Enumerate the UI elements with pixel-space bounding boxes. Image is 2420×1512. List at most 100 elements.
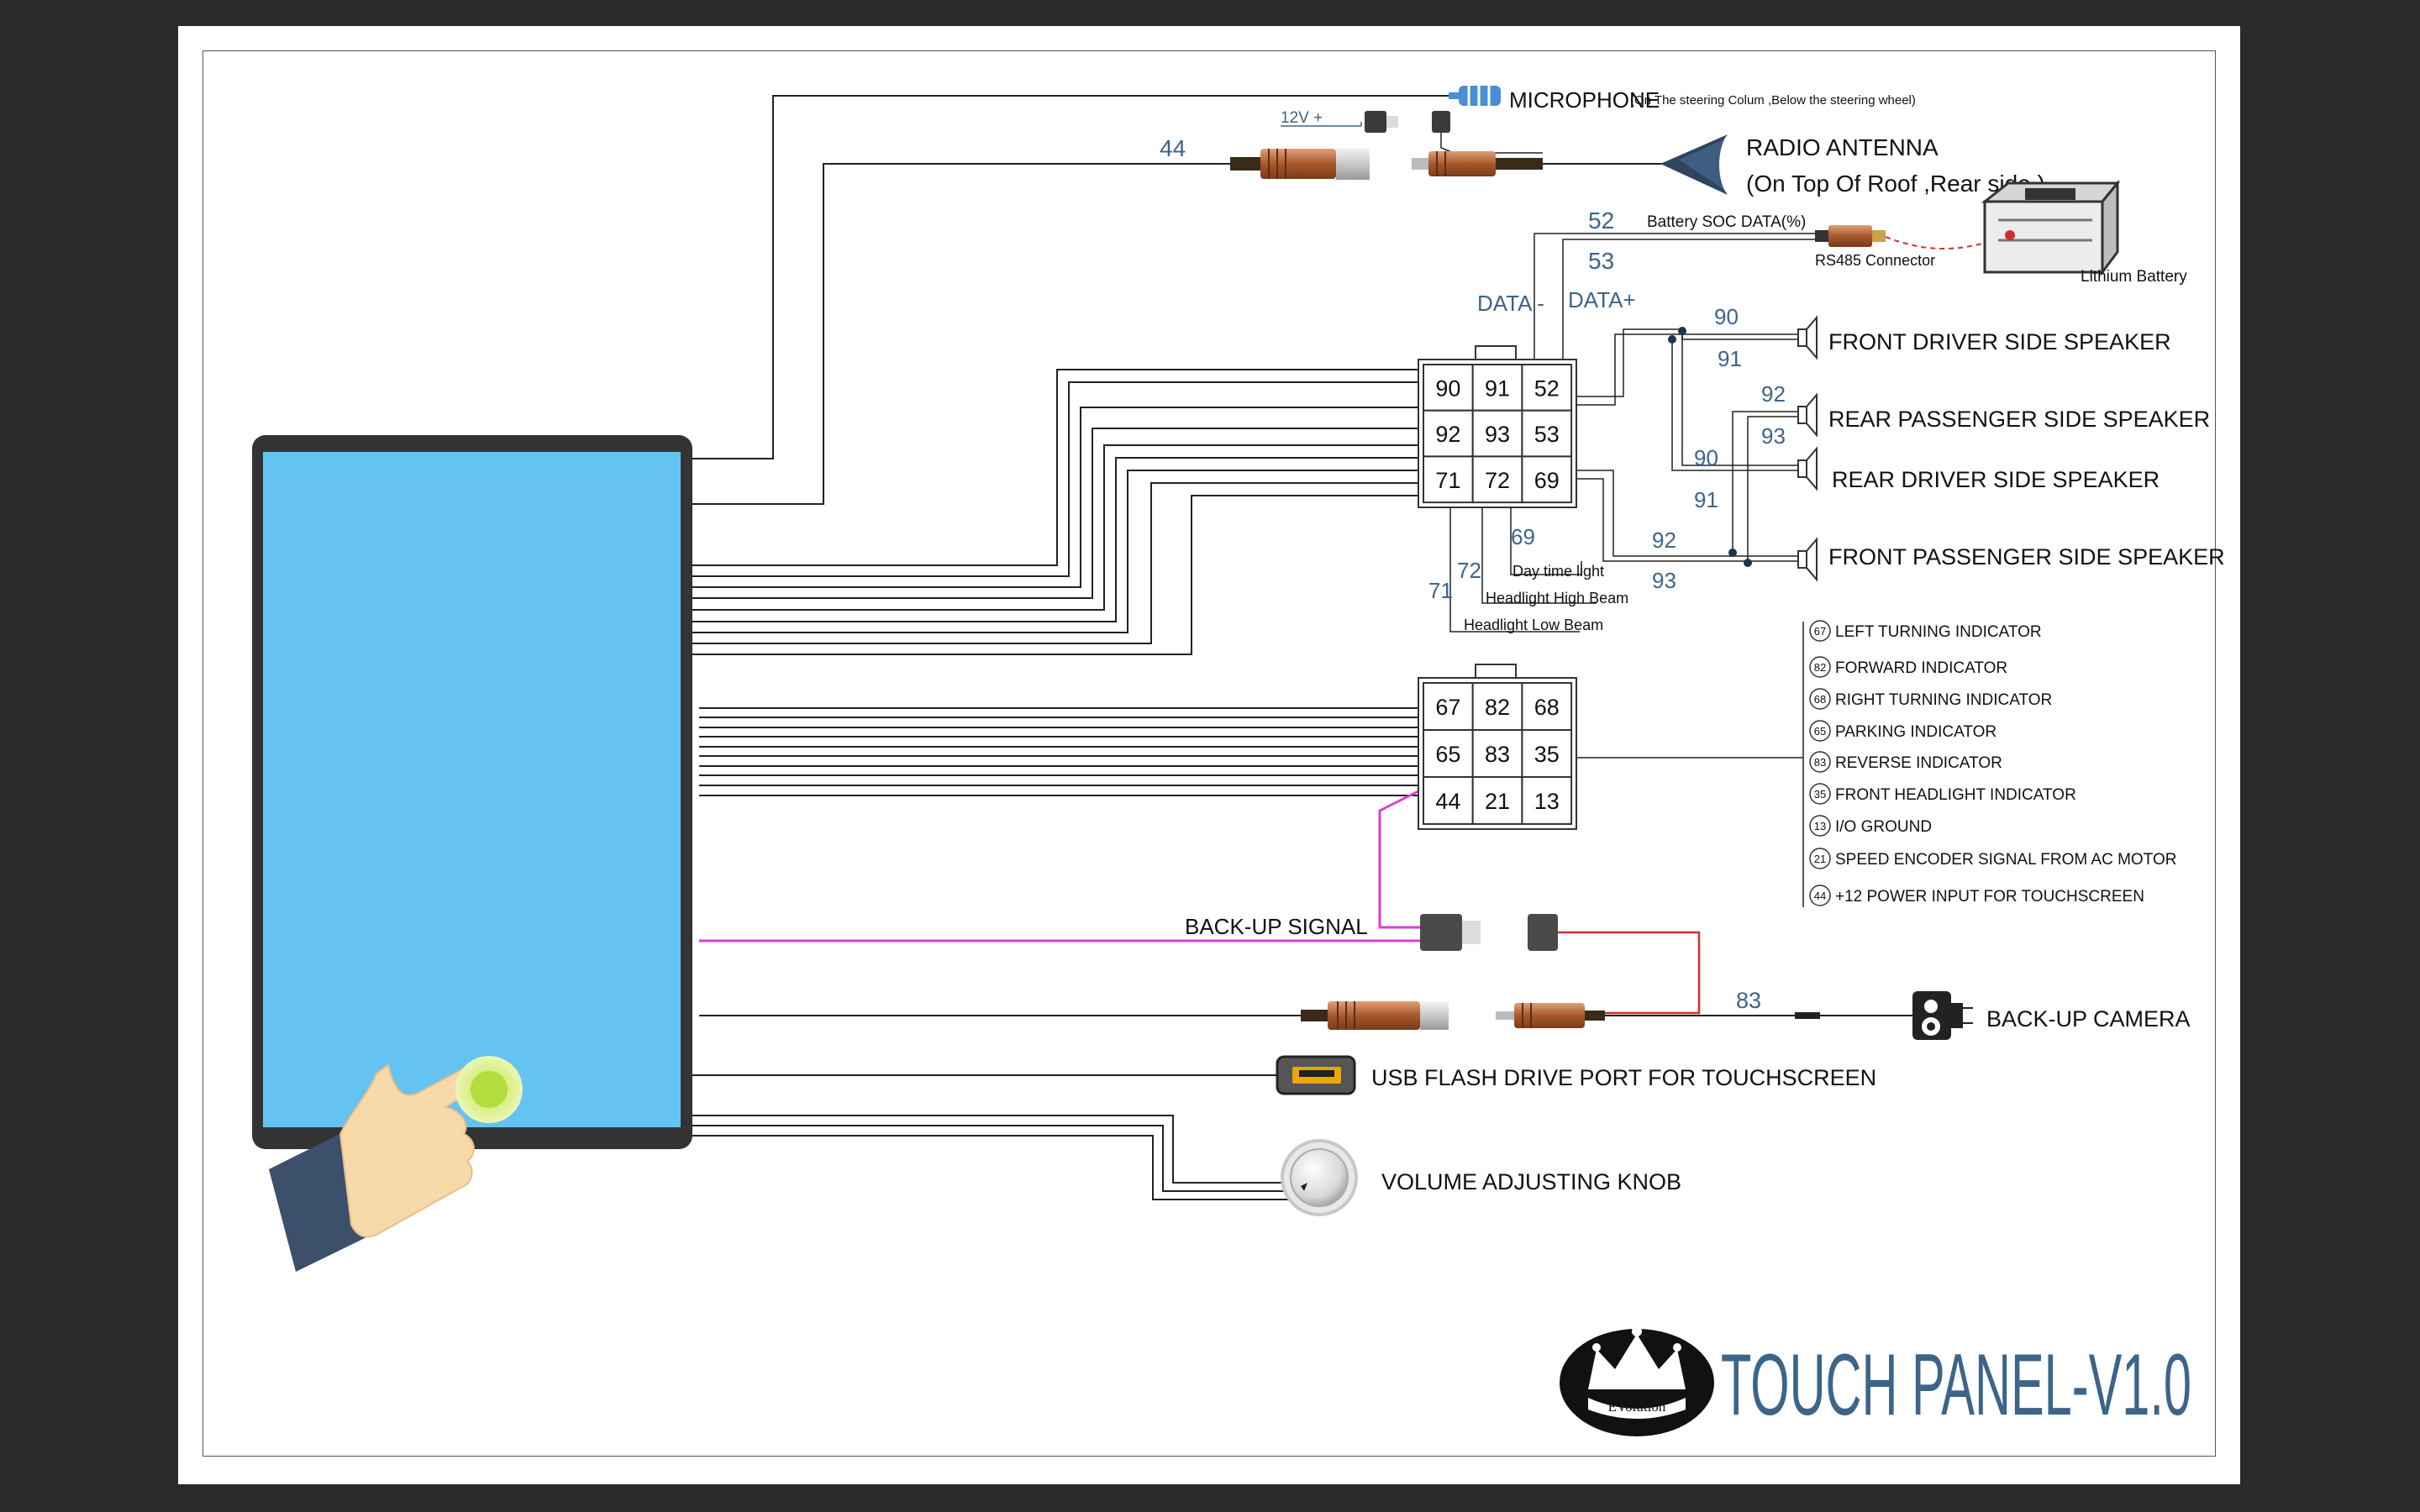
rear-driver-speaker-icon	[1797, 446, 1818, 491]
top-connector-pin-cell	[1471, 364, 1523, 412]
wire-label-72: 72	[1457, 558, 1481, 583]
bottom-connector-pin-cell	[1423, 776, 1474, 825]
wire-label-12v: 12V +	[1281, 109, 1323, 127]
top-connector-pin-93: 93	[1485, 422, 1510, 447]
top-connector-pin-53: 53	[1534, 422, 1560, 447]
top-connector-pin-72: 72	[1485, 468, 1510, 493]
top-connector-pin-cell	[1521, 455, 1573, 504]
indicator-label: SPEED ENCODER SIGNAL FROM AC MOTOR	[1835, 851, 2176, 869]
rs485-connector-icon	[1815, 225, 1886, 247]
wire-label-90-rear: 90	[1694, 445, 1718, 470]
indicator-number-circle	[1809, 751, 1831, 773]
wire-label-44: 44	[1160, 135, 1186, 161]
bottom-connector-pin-13: 13	[1534, 789, 1560, 814]
top-connector-pin-cell	[1521, 364, 1573, 412]
wire-label-90-front: 90	[1714, 304, 1739, 329]
volume-knob-label: VOLUME ADJUSTING KNOB	[1381, 1169, 1681, 1194]
usb-port-label: USB FLASH DRIVE PORT FOR TOUCHSCREEN	[1371, 1065, 1876, 1090]
top-connector-pin-92: 92	[1435, 422, 1460, 447]
indicator-number: 44	[1814, 890, 1826, 902]
touch-screen-device	[252, 435, 692, 1149]
wire-label-52: 52	[1588, 207, 1614, 234]
indicator-number: 13	[1814, 820, 1826, 832]
backup-camera-label: BACK-UP CAMERA	[1986, 1006, 2191, 1032]
front-passenger-speaker-label: FRONT PASSENGER SIDE SPEAKER	[1828, 544, 2225, 570]
rear-driver-speaker-label: REAR DRIVER SIDE SPEAKER	[1832, 467, 2160, 492]
front-passenger-speaker-icon	[1797, 537, 1818, 582]
wire-label-92-front: 92	[1652, 528, 1676, 553]
rca-plug-right-icon	[1412, 151, 1543, 176]
backup-camera-icon	[1912, 991, 1973, 1040]
power-socket-icon	[1432, 111, 1450, 133]
logo-text: EVolution	[1608, 1399, 1666, 1415]
indicator-label: FORWARD INDICATOR	[1835, 659, 2007, 677]
bottom-connector-pin-cell	[1521, 776, 1573, 825]
touch-screen-display	[263, 452, 681, 1127]
top-connector-pin-69: 69	[1534, 468, 1560, 493]
wire-label-69: 69	[1511, 524, 1535, 549]
bottom-connector-pin-68: 68	[1534, 695, 1560, 720]
indicator-label: +12 POWER INPUT FOR TOUCHSCREEN	[1835, 888, 2144, 906]
front-driver-speaker-label: FRONT DRIVER SIDE SPEAKER	[1828, 329, 2171, 354]
camera-power-wire	[1558, 931, 1701, 1015]
data-plus-label: DATA+	[1568, 287, 1636, 312]
day-time-light-label: Day time light	[1512, 563, 1604, 580]
indicator-number-circle	[1809, 720, 1831, 742]
top-connector-pin-cell	[1471, 455, 1523, 504]
camera-rca-left-icon	[1301, 1001, 1449, 1030]
rear-passenger-speaker-icon	[1797, 392, 1818, 438]
top-connector-pin-cell	[1471, 409, 1523, 458]
data-minus-label: DATA -	[1477, 291, 1544, 316]
battery-soc-label: Battery SOC DATA(%)	[1647, 213, 1806, 231]
indicator-number-circle	[1809, 848, 1831, 869]
microphone-icon	[1449, 86, 1501, 106]
pointing-hand-icon	[269, 1056, 523, 1272]
headlight-low-beam-label: Headlight Low Beam	[1464, 617, 1603, 633]
bottom-connector-pin-82: 82	[1485, 695, 1510, 720]
bottom-connector-pin-65: 65	[1435, 742, 1460, 767]
bottom-connector-pin-cell	[1423, 682, 1474, 731]
wire-junctions	[1668, 327, 1752, 567]
top-connector-pin-cell	[1423, 364, 1474, 412]
light-wires	[1449, 507, 1597, 633]
indicator-number: 67	[1814, 625, 1826, 638]
indicator-number-circle	[1809, 885, 1831, 906]
bottom-connector-pin-cell	[1521, 729, 1573, 778]
indicator-label: PARKING INDICATOR	[1835, 723, 1996, 741]
indicator-number-circle	[1809, 688, 1831, 710]
indicator-number: 82	[1814, 661, 1826, 674]
microphone-note: (On The steering Colum ,Below the steeri…	[1630, 93, 1916, 108]
lithium-battery-icon	[1981, 179, 2121, 276]
indicator-label: REVERSE INDICATOR	[1835, 754, 2002, 772]
top-connector-pin-52: 52	[1534, 375, 1560, 401]
top-connector-pin-cell	[1423, 409, 1474, 458]
wire-label-53: 53	[1588, 248, 1614, 274]
rca-plug-left-icon	[1230, 148, 1370, 180]
bottom-connector-pin-cell	[1471, 776, 1523, 825]
indicator-label: FRONT HEADLIGHT INDICATOR	[1835, 786, 2076, 804]
wire-label-91-front: 91	[1718, 346, 1742, 371]
radio-antenna-label: RADIO ANTENNA	[1746, 134, 1939, 160]
volume-knob-icon	[1281, 1139, 1358, 1216]
camera-rca-right-icon	[1496, 1003, 1605, 1028]
page-title: TOUCH PANEL-V1.0	[1721, 1336, 2191, 1434]
top-connector-pin-cell	[1423, 455, 1474, 504]
top-connector-pin-90: 90	[1435, 375, 1460, 401]
indicator-number-circle	[1809, 656, 1831, 678]
indicator-number: 68	[1814, 693, 1826, 706]
usb-port-icon	[1276, 1055, 1356, 1095]
power-plug-icon	[1365, 111, 1386, 133]
bottom-connector-pin-cell	[1521, 682, 1573, 731]
backup-signal-label: BACK-UP SIGNAL	[1185, 914, 1368, 939]
wire-label-93-rear: 93	[1761, 423, 1786, 449]
indicator-label: I/O GROUND	[1835, 818, 1932, 836]
headlight-high-beam-label: Headlight High Beam	[1486, 590, 1628, 606]
rs485-label: RS485 Connector	[1815, 252, 1935, 269]
backup-signal-plug-icon	[1420, 914, 1481, 951]
top-connector-pin-91: 91	[1485, 375, 1510, 401]
rear-passenger-speaker-label: REAR PASSENGER SIDE SPEAKER	[1828, 407, 2210, 432]
